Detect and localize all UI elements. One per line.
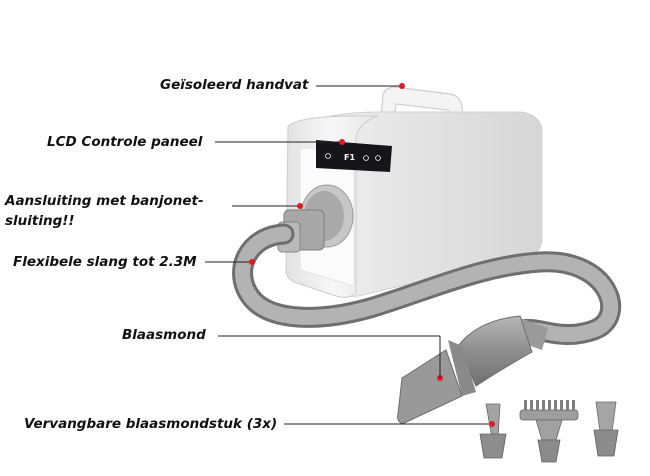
nozzle-attachment-flat xyxy=(593,401,619,457)
marker-attachments xyxy=(489,421,495,427)
marker-lcd xyxy=(339,139,345,145)
label-replaceable-nozzles: Vervangbare blaasmondstuk (3x) xyxy=(24,416,278,432)
nozzle-attachment-comb xyxy=(519,400,579,463)
label-handle: Geïsoleerd handvat xyxy=(160,77,309,93)
label-hose: Flexibele slang tot 2.3M xyxy=(13,254,197,270)
marker-connector xyxy=(297,203,303,209)
nozzle xyxy=(397,315,548,425)
hose xyxy=(232,223,622,346)
marker-handle xyxy=(399,83,405,89)
nozzle-attachment-cone xyxy=(479,403,507,459)
lcd-panel: F1 xyxy=(316,140,392,172)
label-connection-line2: sluiting!! xyxy=(5,213,75,229)
callout-markers xyxy=(249,83,495,427)
svg-text:F1: F1 xyxy=(344,153,355,162)
label-lcd-panel: LCD Controle paneel xyxy=(47,134,203,150)
label-nozzle: Blaasmond xyxy=(122,327,206,343)
marker-hose xyxy=(249,259,255,265)
label-connection-line1: Aansluiting met banjonet- xyxy=(5,193,204,209)
label-connection: Aansluiting met banjonet- sluiting!! xyxy=(5,191,204,231)
leader-lines xyxy=(205,85,492,425)
